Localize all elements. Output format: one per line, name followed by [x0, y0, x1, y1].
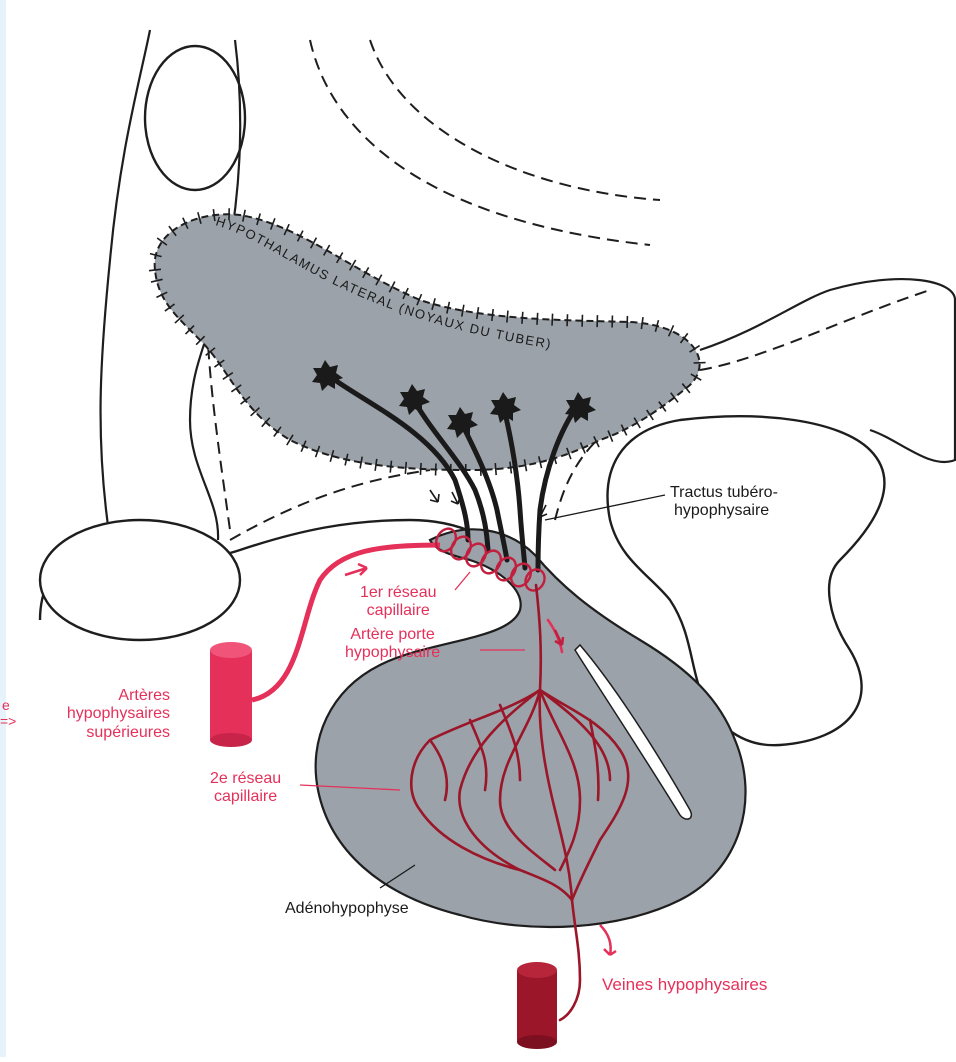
superior-artery-cylinder: [210, 642, 252, 747]
dashed-boundary-4: [230, 470, 430, 540]
flow-arrows: [430, 490, 547, 517]
cross-mark: [522, 312, 523, 324]
superior-arteries-label: Artères hypophysaires supérieures: [38, 687, 170, 742]
cross-mark: [420, 463, 421, 475]
oval-structure: [145, 46, 245, 190]
brain-outline-left: [101, 30, 150, 540]
cross-mark: [552, 314, 553, 326]
second-capillary-label: 2e réseau capillaire: [210, 770, 281, 807]
artery-flow-arrow: [345, 564, 367, 575]
vein-flow-arrow: [600, 925, 616, 955]
cross-mark: [405, 462, 406, 474]
dashed-boundary-1: [310, 40, 650, 245]
hypothalamus-lateral-region: [155, 214, 700, 470]
tractus-label: Tractus tubéro- hypophysaire: [670, 484, 778, 521]
first-capillary-label: 1er réseau capillaire: [360, 584, 437, 621]
adenohypophysis-label: Adénohypophyse: [285, 900, 409, 918]
hypophyseal-vein-cylinder: [517, 962, 557, 1049]
veins-label: Veines hypophysaires: [602, 975, 767, 995]
dashed-boundary-6: [700, 290, 930, 370]
portal-artery-label: Artère porte hypophysaire: [345, 626, 440, 663]
left-lobe-outline: [40, 520, 240, 640]
left-edge-strip: [0, 0, 6, 1057]
cross-mark: [507, 311, 508, 323]
cross-mark: [537, 313, 538, 325]
edge-fragment-label: e =>: [0, 697, 16, 729]
cross-mark: [495, 463, 496, 475]
